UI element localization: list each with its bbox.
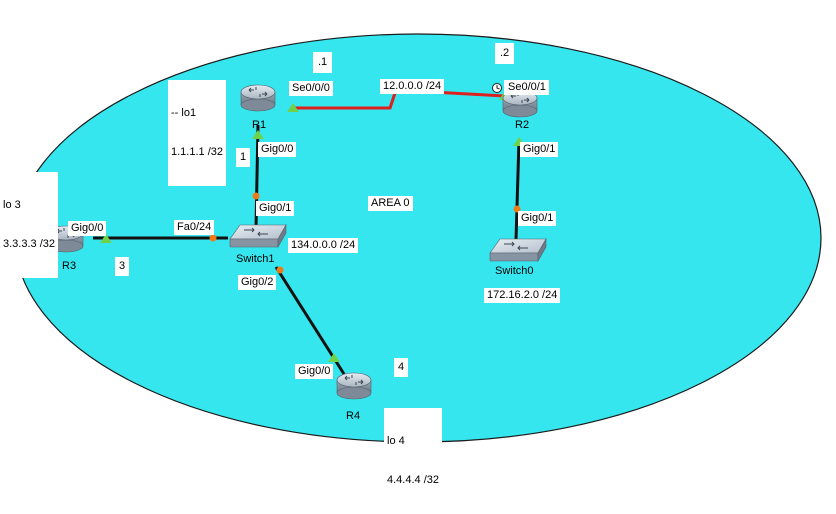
topology-canvas: R1 R2 R3 R4 Switch1 Switch0 AREA 0 Se0/0… — [0, 33, 822, 486]
device-name-r2: R2 — [515, 119, 530, 131]
port-up-r1-serial — [287, 103, 299, 112]
iface-label-r2-gig: Gig0/1 — [520, 142, 559, 157]
network-label-134: 134.0.0.0 /24 — [288, 238, 359, 253]
topology-svg — [14, 33, 822, 443]
loopback-r3-name: lo 3 — [3, 199, 21, 211]
device-name-r1: R1 — [252, 119, 267, 131]
router-icon[interactable] — [336, 372, 372, 400]
iface-label-r3-gig: Gig0/0 — [68, 221, 107, 236]
iface-label-r1-se: Se0/0/0 — [289, 81, 333, 96]
iface-label-sw0-gig: Gig0/1 — [518, 211, 557, 226]
iface-label-sw1-gig02: Gig0/2 — [238, 275, 277, 290]
device-name-switch1: Switch1 — [236, 253, 275, 265]
loopback-r4-name: lo 4 — [387, 435, 405, 447]
device-name-r3: R3 — [62, 260, 77, 272]
port-wait-sw0-gig — [513, 205, 521, 213]
port-wait-sw1-gig01 — [252, 192, 260, 200]
area-label: AREA 0 — [368, 196, 413, 211]
host-id-r2-serial: .2 — [495, 43, 515, 64]
switch-icon[interactable] — [229, 223, 287, 249]
device-name-switch0: Switch0 — [495, 265, 534, 277]
host-id-r3-lan: 3 — [115, 257, 130, 276]
iface-label-r1-gig: Gig0/0 — [258, 142, 297, 157]
loopback-r1-ip: 1.1.1.1 /32 — [171, 146, 223, 158]
loopback-r1: -- lo1 1.1.1.1 /32 — [168, 80, 226, 186]
network-label-serial: 12.0.0.0 /24 — [380, 79, 445, 94]
serial-link-r1-r2[interactable] — [293, 88, 506, 110]
port-wait-sw1-gig02 — [276, 266, 284, 274]
iface-label-sw1-fa: Fa0/24 — [174, 220, 215, 235]
port-wait-sw1-fa — [209, 234, 217, 242]
link-r2-switch0[interactable] — [514, 139, 521, 241]
host-id-r1-lan: 1 — [236, 148, 251, 167]
iface-label-r4-gig: Gig0/0 — [295, 364, 334, 379]
loopback-r1-name: -- lo1 — [171, 107, 197, 119]
iface-label-sw1-gig01: Gig0/1 — [256, 201, 295, 216]
loopback-r3-ip: 3.3.3.3 /32 — [3, 238, 55, 250]
switch-icon[interactable] — [489, 237, 547, 263]
device-name-r4: R4 — [346, 410, 361, 422]
host-id-r4-lan: 4 — [394, 358, 409, 377]
port-up-r3-gig — [100, 234, 112, 243]
network-label-172: 172.16.2.0 /24 — [484, 288, 561, 303]
loopback-r4: lo 4 4.4.4.4 /32 — [384, 408, 442, 514]
port-up-r1-gig — [252, 130, 264, 139]
loopback-r3: lo 3 3.3.3.3 /32 — [0, 172, 58, 278]
host-id-r1-serial: .1 — [313, 52, 333, 73]
iface-label-r2-se: Se0/0/1 — [504, 80, 549, 95]
port-up-r4-gig — [328, 353, 340, 362]
loopback-r4-ip: 4.4.4.4 /32 — [387, 474, 439, 486]
clock-icon — [492, 83, 502, 93]
router-icon[interactable] — [240, 84, 276, 112]
